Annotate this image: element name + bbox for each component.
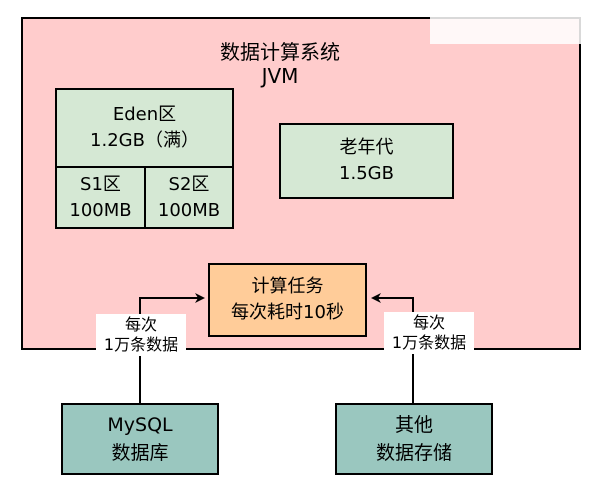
s2-name: S2区 bbox=[168, 173, 210, 195]
right-flow-arrow bbox=[371, 293, 414, 403]
left-edge-label-line2: 1万条数据 bbox=[103, 335, 179, 354]
other-line2: 数据存储 bbox=[375, 442, 452, 464]
left-flow-arrow bbox=[139, 293, 205, 403]
s2-size: 100MB bbox=[157, 199, 221, 221]
s1-name: S1区 bbox=[80, 173, 121, 195]
eden-region: Eden区 1.2GB（满） bbox=[55, 88, 234, 168]
other-line1: 其他 bbox=[394, 414, 433, 436]
compute-task: 计算任务 每次耗时10秒 bbox=[208, 263, 367, 337]
old-name: 老年代 bbox=[339, 137, 394, 158]
jvm-title-line1: 数据计算系统 bbox=[220, 40, 340, 64]
task-line2: 每次耗时10秒 bbox=[231, 302, 344, 323]
old-size: 1.5GB bbox=[339, 163, 394, 184]
left-edge-label-line1: 每次 bbox=[124, 315, 157, 334]
mysql-database: MySQL 数据库 bbox=[61, 403, 219, 475]
s1-size: 100MB bbox=[69, 199, 132, 221]
left-edge-label: 每次 1万条数据 bbox=[96, 314, 186, 356]
mysql-line1: MySQL bbox=[107, 414, 173, 436]
corner-patch bbox=[430, 6, 613, 44]
right-edge-label-line1: 每次 bbox=[412, 313, 445, 332]
task-line1: 计算任务 bbox=[251, 276, 324, 297]
old-generation: 老年代 1.5GB bbox=[279, 123, 454, 199]
jvm-title: 数据计算系统 JVM bbox=[180, 38, 380, 90]
eden-name: Eden区 bbox=[112, 104, 177, 125]
right-edge-label: 每次 1万条数据 bbox=[384, 312, 474, 354]
s2-region: S2区 100MB bbox=[144, 166, 234, 229]
eden-size: 1.2GB（满） bbox=[90, 130, 199, 151]
other-storage: 其他 数据存储 bbox=[335, 403, 493, 475]
jvm-title-line2: JVM bbox=[261, 64, 299, 88]
mysql-line2: 数据库 bbox=[111, 442, 169, 464]
right-edge-label-line2: 1万条数据 bbox=[391, 333, 467, 352]
